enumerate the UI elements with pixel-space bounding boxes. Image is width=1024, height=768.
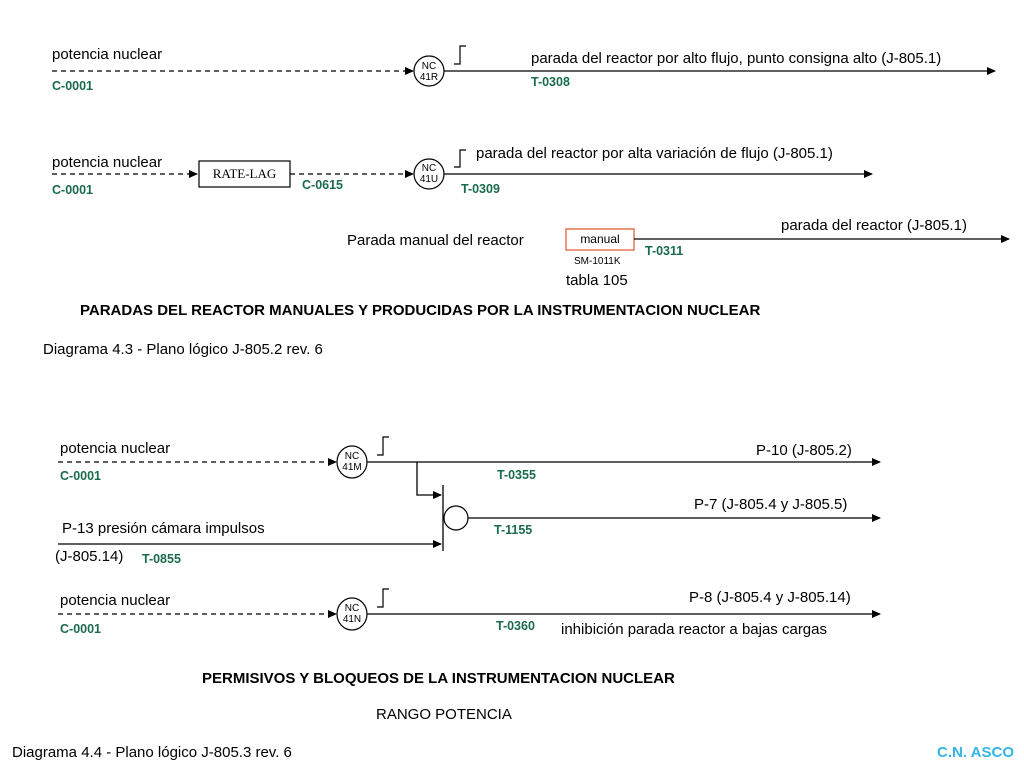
input-code: C-0001	[52, 183, 93, 197]
step-symbol	[454, 45, 466, 65]
diagram-caption: Diagrama 4.4 - Plano lógico J-805.3 rev.…	[12, 744, 292, 761]
input-code: T-0855	[142, 552, 181, 566]
input-code: C-0001	[60, 469, 101, 483]
manual-switch-label: manual	[580, 232, 620, 246]
output-code: T-0355	[497, 468, 536, 482]
output-label: parada del reactor (J-805.1)	[781, 217, 967, 234]
comparator-text: NC 41R	[419, 61, 439, 83]
output-code: T-0308	[531, 75, 570, 89]
comparator-text: NC 41U	[419, 163, 439, 185]
manual-input-label: Parada manual del reactor	[347, 232, 524, 249]
step-symbol	[454, 149, 466, 168]
input-label: potencia nuclear	[52, 46, 163, 63]
comparator-label: NC 41U	[414, 163, 444, 185]
output-label: parada del reactor por alta variación de…	[476, 145, 833, 162]
section-heading: PERMISIVOS Y BLOQUEOS DE LA INSTRUMENTAC…	[202, 670, 675, 687]
section-heading: PARADAS DEL REACTOR MANUALES Y PRODUCIDA…	[80, 302, 761, 319]
brand-label: C.N. ASCO	[937, 744, 1014, 761]
input-ref: (J-805.14)	[55, 548, 124, 565]
output-code: T-0309	[461, 182, 500, 196]
rate-lag-block	[198, 160, 291, 188]
diagram-caption: Diagrama 4.3 - Plano lógico J-805.2 rev.…	[43, 341, 323, 358]
output-label: P-7 (J-805.4 y J-805.5)	[694, 496, 848, 513]
output-label: parada del reactor por alto flujo, punto…	[531, 50, 942, 67]
table-ref: tabla 105	[566, 272, 628, 289]
switch-id: SM-1011K	[574, 256, 621, 267]
output-note: inhibición parada reactor a bajas cargas	[561, 621, 827, 638]
comparator-label: NC 41R	[414, 61, 444, 83]
output-code: T-0311	[645, 244, 684, 258]
comparator-label: NC 41N	[337, 603, 367, 625]
comparator-text: NC 41M	[342, 451, 362, 473]
output-code: T-1155	[494, 523, 533, 537]
output-code: T-0360	[496, 619, 535, 633]
step-symbol	[377, 436, 389, 456]
section-subheading: RANGO POTENCIA	[376, 706, 512, 723]
input-label: potencia nuclear	[60, 440, 171, 457]
comparator-label: NC 41M	[337, 451, 367, 473]
output-label: P-10 (J-805.2)	[756, 442, 852, 459]
block-code: C-0615	[302, 178, 343, 192]
comparator-text: NC 41N	[342, 603, 362, 625]
input-code: C-0001	[52, 79, 93, 93]
output-label: P-8 (J-805.4 y J-805.14)	[689, 589, 851, 606]
branch-line	[416, 462, 442, 499]
not-circle	[443, 505, 469, 531]
input-label: potencia nuclear	[60, 592, 171, 609]
input-label: P-13 presión cámara impulsos	[62, 520, 265, 537]
input-label: potencia nuclear	[52, 154, 163, 171]
step-symbol	[377, 588, 389, 608]
rate-lag-label: RATE-LAG	[212, 166, 277, 181]
input-code: C-0001	[60, 622, 101, 636]
